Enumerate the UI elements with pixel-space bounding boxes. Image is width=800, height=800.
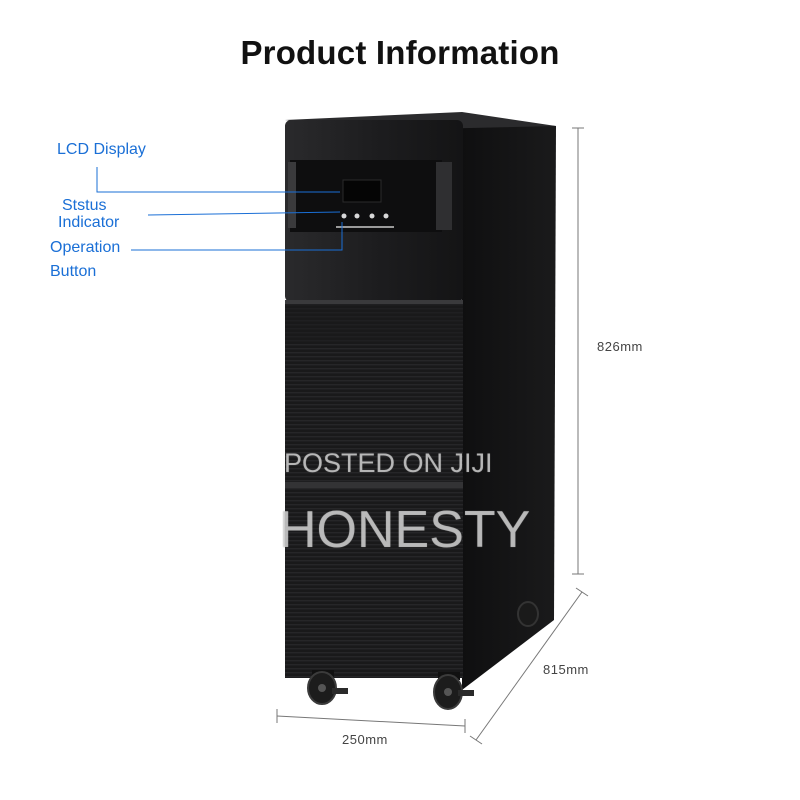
watermark-posted: POSTED ON JIJI [284,448,493,478]
callout-operation-line2: Button [50,263,97,280]
panel-seam [285,300,463,304]
caster-left-hub [318,684,326,692]
display-side-glow-right [436,162,452,230]
display-side-glow-left [288,162,296,228]
button-2 [354,213,360,219]
cabinet-side [462,120,556,690]
depth-dim-tick-top [575,587,589,597]
panel-seam-lower [285,482,463,488]
caster-right-hub [444,688,452,696]
grille-lower [285,488,463,678]
page-title: Product Information [240,34,560,71]
callout-status-line2: Indicator [58,214,120,231]
depth-dim-line [475,591,583,741]
operation-leader-line [131,222,343,251]
lcd-screen [342,179,382,203]
callout-lcd-display: LCD Display [57,141,146,158]
width-dim-line [276,715,466,727]
callout-status-line1: Ststus [62,197,107,214]
grille-upper-shade [285,304,463,344]
width-dimension-label: 250mm [342,732,388,747]
caster-back-wheel [517,601,539,627]
status-leader-line [147,211,341,216]
status-strip [336,226,394,228]
caster-left-brake [332,688,348,694]
button-4 [383,213,389,219]
callout-operation-line1: Operation [50,239,121,256]
depth-dimension-label: 815mm [543,662,589,677]
depth-dim-tick-bottom [469,735,483,745]
height-dimension-label: 826mm [597,339,643,354]
watermark-honesty: HONESTY [279,501,531,559]
button-3 [369,213,375,219]
lcd-leader-line [96,167,340,193]
caster-right-brake [458,690,474,696]
button-1 [341,213,347,219]
